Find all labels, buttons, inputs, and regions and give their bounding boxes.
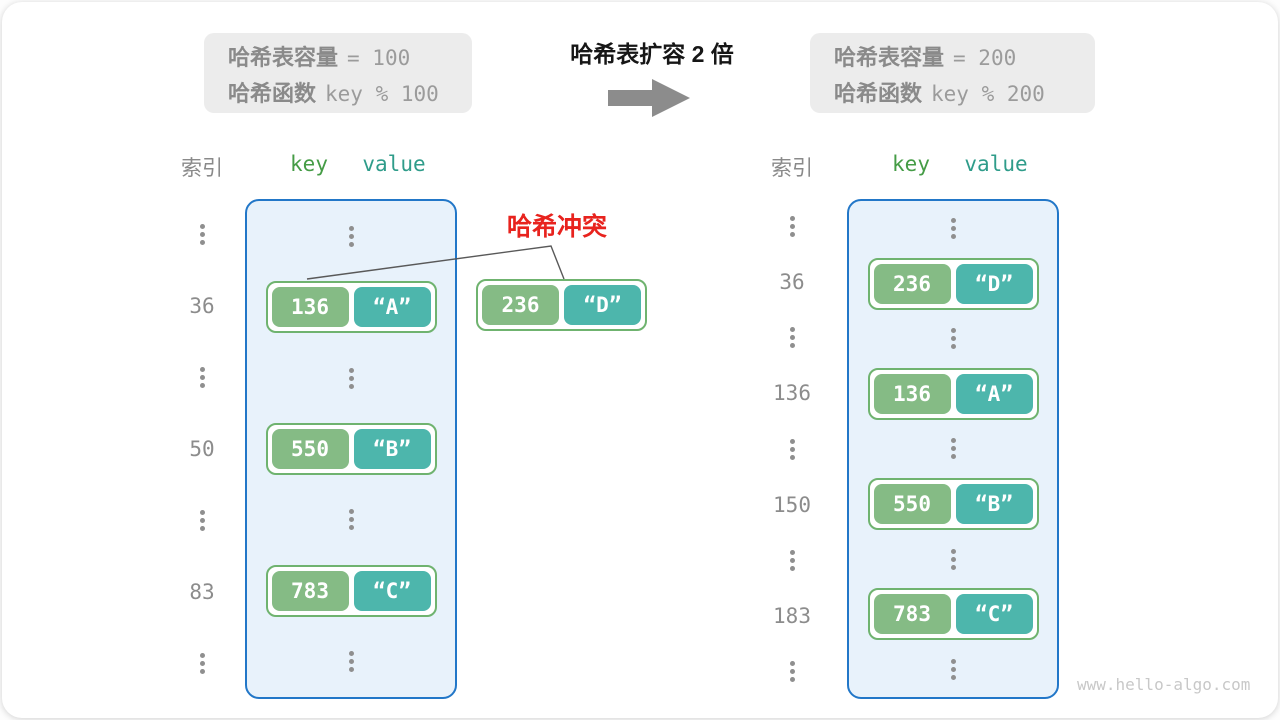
index-value: 50	[189, 436, 215, 461]
left-key-header: key	[290, 152, 328, 176]
capacity-value: = 200	[953, 46, 1017, 70]
left-index-column: 36 50 83	[162, 199, 242, 699]
index-value: 36	[189, 294, 215, 319]
index-value: 150	[773, 492, 811, 517]
value-cell: “C”	[353, 570, 431, 611]
ellipsis-dots	[849, 421, 1057, 476]
right-value-header: value	[964, 152, 1028, 176]
capacity-label: 哈希表容量	[228, 45, 339, 70]
key-cell: 136	[271, 287, 349, 328]
value-cell: “A”	[353, 287, 431, 328]
key-cell: 783	[271, 570, 349, 611]
value-cell: “B”	[353, 429, 431, 469]
right-index-header: 索引	[771, 157, 813, 180]
left-hash-line: 哈希函数 key % 100	[228, 77, 472, 113]
index-value: 136	[773, 381, 811, 406]
right-arrow-icon	[608, 79, 690, 117]
hash-value: key % 200	[931, 82, 1045, 106]
ellipsis-dots	[849, 532, 1057, 587]
right-hash-line: 哈希函数 key % 200	[834, 77, 1095, 113]
right-capacity-box: 哈希表容量 = 200 哈希函数 key % 200	[810, 33, 1095, 113]
capacity-value: = 100	[347, 46, 411, 70]
right-index-column: 36 136 150 183	[752, 199, 832, 699]
value-cell: “C”	[955, 594, 1033, 635]
pair-entry: 550 “B”	[867, 478, 1039, 531]
ellipsis-dots	[849, 311, 1057, 366]
value-cell: “A”	[955, 373, 1033, 414]
ellipsis-dots	[752, 199, 832, 255]
index-value: 36	[779, 270, 805, 295]
key-cell: 783	[873, 594, 951, 635]
pair-entry: 236 “D”	[867, 257, 1039, 310]
pair-entry: 136 “A”	[265, 281, 437, 334]
ellipsis-dots	[162, 342, 242, 413]
key-cell: 136	[873, 373, 951, 414]
value-cell: “D”	[955, 263, 1033, 304]
key-cell: 236	[482, 285, 559, 325]
pair-entry: 550 “B”	[265, 423, 437, 475]
ellipsis-dots	[849, 642, 1057, 697]
right-capacity-line: 哈希表容量 = 200	[834, 41, 1095, 77]
pair-entry: 136 “A”	[867, 367, 1039, 420]
index-value: 183	[773, 603, 811, 628]
key-cell: 236	[873, 263, 951, 304]
index-value: 83	[189, 579, 215, 604]
capacity-label: 哈希表容量	[834, 45, 945, 70]
ellipsis-dots	[162, 199, 242, 270]
hash-label: 哈希函数	[834, 81, 923, 106]
expand-title: 哈希表扩容 2 倍	[570, 41, 734, 67]
pair-entry: 783 “C”	[265, 564, 437, 617]
ellipsis-dots	[162, 485, 242, 556]
ellipsis-dots	[247, 343, 455, 414]
collision-pair-entry: 236 “D”	[476, 279, 647, 331]
watermark: www.hello-algo.com	[1077, 675, 1251, 694]
ellipsis-dots	[752, 532, 832, 588]
hash-label: 哈希函数	[228, 81, 317, 106]
key-cell: 550	[271, 429, 349, 469]
left-capacity-line: 哈希表容量 = 100	[228, 41, 472, 77]
right-bucket-array: 236 “D” 136 “A” 550 “B” 783 “C”	[847, 199, 1059, 699]
ellipsis-dots	[849, 201, 1057, 256]
collision-label: 哈希冲突	[506, 213, 607, 241]
ellipsis-dots	[752, 421, 832, 477]
left-value-header: value	[362, 152, 426, 176]
left-index-header: 索引	[181, 157, 223, 180]
ellipsis-dots	[752, 644, 832, 700]
ellipsis-dots	[247, 484, 455, 555]
pair-entry: 783 “C”	[867, 588, 1039, 641]
right-key-header: key	[892, 152, 930, 176]
left-bucket-array: 136 “A” 550 “B” 783 “C”	[245, 199, 457, 699]
key-cell: 550	[873, 484, 951, 525]
ellipsis-dots	[247, 201, 455, 272]
ellipsis-dots	[162, 628, 242, 699]
value-cell: “B”	[955, 484, 1033, 525]
ellipsis-dots	[247, 626, 455, 697]
hash-value: key % 100	[325, 82, 439, 106]
ellipsis-dots	[752, 310, 832, 366]
left-capacity-box: 哈希表容量 = 100 哈希函数 key % 100	[204, 33, 472, 113]
value-cell: “D”	[564, 285, 641, 325]
